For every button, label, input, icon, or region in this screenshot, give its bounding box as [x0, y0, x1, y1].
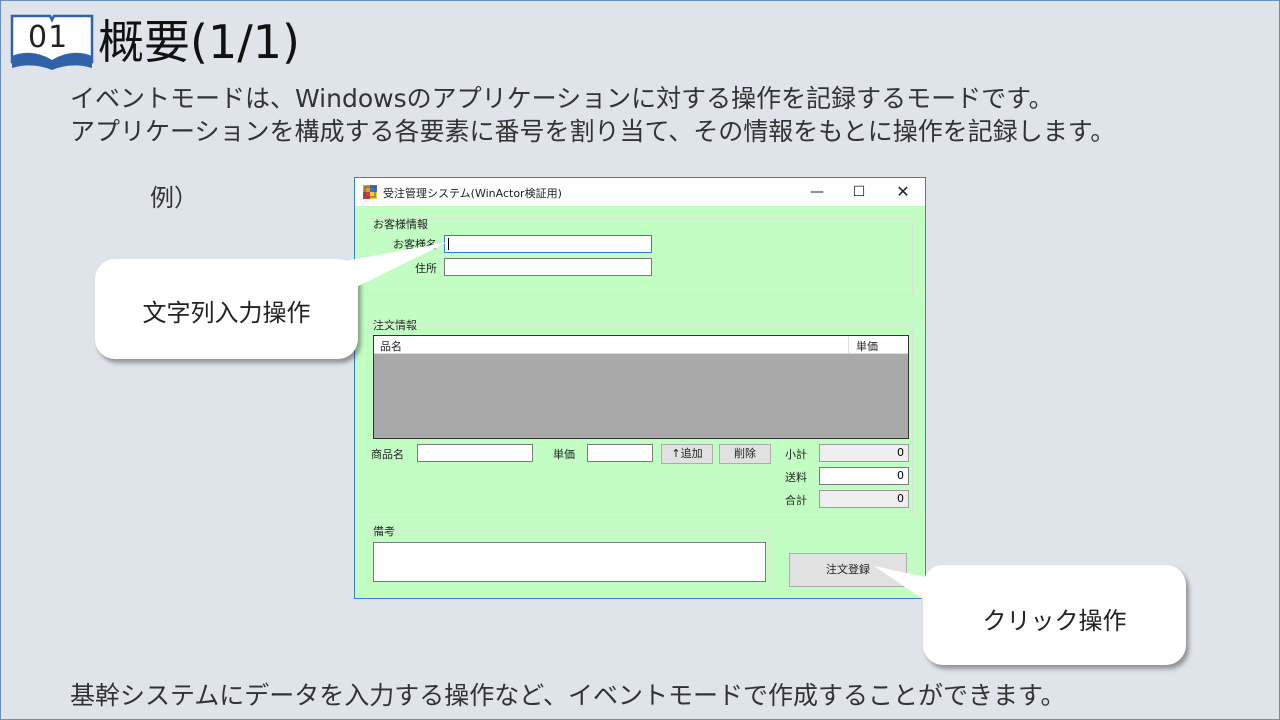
callout-click-label: クリック操作	[982, 607, 1127, 635]
open-book-icon	[10, 14, 94, 70]
notes-textarea[interactable]	[373, 542, 766, 582]
address-input[interactable]	[444, 258, 652, 276]
column-header-item[interactable]: 品名	[380, 340, 402, 353]
intro-text: イベントモードは、Windowsのアプリケーションに対する操作を記録するモードで…	[70, 82, 1115, 148]
product-name-label: 商品名	[371, 448, 404, 461]
app-icon	[363, 185, 377, 199]
close-button[interactable]: ✕	[896, 182, 910, 201]
maximize-button[interactable]: ☐	[852, 184, 866, 200]
example-label: 例）	[150, 184, 198, 212]
notes-group-label: 備考	[373, 525, 395, 538]
subtotal-field: 0	[819, 444, 909, 462]
add-button[interactable]: ↑追加	[661, 444, 713, 464]
shipping-input[interactable]: 0	[819, 467, 909, 485]
column-divider[interactable]	[848, 336, 849, 354]
text-caret	[448, 238, 449, 250]
total-label: 合計	[785, 494, 807, 507]
minimize-button[interactable]: —	[810, 184, 824, 200]
unit-price-input[interactable]	[587, 444, 653, 462]
section-number-badge: 01	[10, 12, 94, 70]
column-header-price[interactable]: 単価	[856, 340, 878, 353]
window-titlebar[interactable]: 受注管理システム(WinActor検証用) — ☐ ✕	[355, 178, 925, 206]
callout-text-input-pointer	[340, 242, 448, 292]
list-header: 品名 単価	[374, 336, 908, 354]
order-group-box	[367, 324, 913, 518]
page-title: 概要(1/1)	[98, 15, 300, 69]
callout-click: クリック操作	[923, 565, 1186, 665]
product-name-input[interactable]	[417, 444, 533, 462]
subtotal-label: 小計	[785, 448, 807, 461]
unit-price-label: 単価	[553, 448, 575, 461]
customer-group-label: お客様情報	[373, 218, 428, 231]
intro-line-2: アプリケーションを構成する各要素に番号を割り当て、その情報をもとに操作を記録しま…	[70, 117, 1116, 146]
delete-button[interactable]: 削除	[719, 444, 771, 464]
total-field: 0	[819, 490, 909, 508]
order-items-list[interactable]: 品名 単価	[373, 335, 909, 439]
shipping-label: 送料	[785, 471, 807, 484]
order-group-label: 注文情報	[373, 319, 417, 332]
callout-click-pointer	[874, 566, 930, 604]
callout-text-input-label: 文字列入力操作	[142, 299, 311, 327]
notes-group-box	[367, 530, 771, 588]
address-label: 住所	[415, 262, 437, 275]
section-number: 01	[28, 20, 69, 55]
intro-line-1: イベントモードは、Windowsのアプリケーションに対する操作を記録するモードで…	[70, 84, 1054, 113]
window-title: 受注管理システム(WinActor検証用)	[383, 187, 562, 200]
footer-text: 基幹システムにデータを入力する操作など、イベントモードで作成することができます。	[70, 681, 1066, 710]
customer-name-input[interactable]	[444, 235, 652, 253]
callout-text-input: 文字列入力操作	[95, 259, 358, 359]
